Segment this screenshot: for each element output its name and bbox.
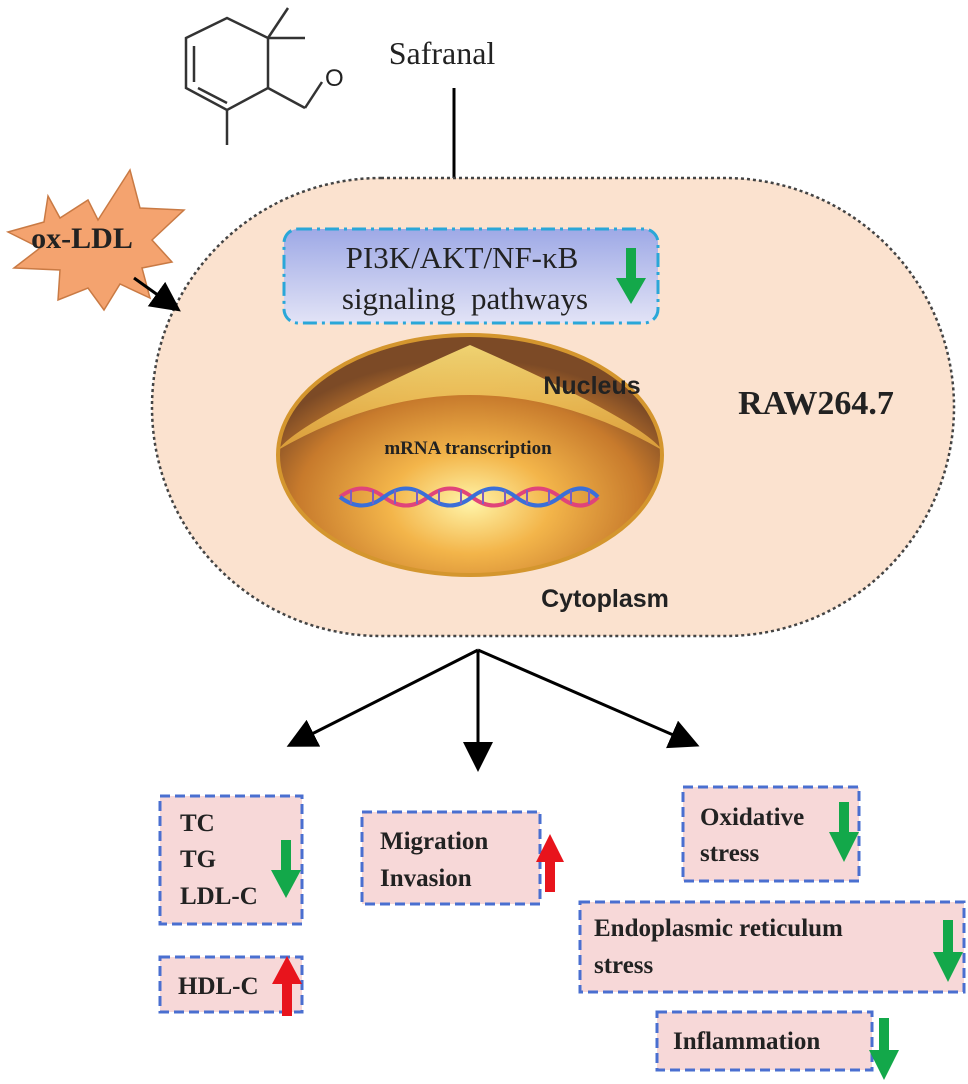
inflammation-label: Inflammation (673, 1028, 820, 1055)
oxygen-label: O (325, 65, 344, 92)
safranal-structure (184, 7, 324, 145)
hdl-up-arrow-icon (272, 956, 302, 1016)
er-stress-box (578, 900, 966, 994)
lipid-tg: TG (180, 846, 216, 873)
er-label: Endoplasmic reticulum (594, 915, 843, 942)
migration-up-arrow-icon (536, 834, 564, 892)
hdl-box (158, 955, 304, 1014)
pathway-line2: signaling pathways (342, 281, 588, 316)
lipids-box (158, 794, 304, 926)
safranal-label: Safranal (389, 35, 496, 71)
hdl-label: HDL-C (178, 973, 259, 1000)
transcription-label: mRNA transcription (384, 438, 552, 459)
pathway-line1: PI3K/AKT/NF-κB (346, 240, 579, 275)
ox-ldl-label: ox-LDL (31, 222, 133, 255)
nucleus (276, 333, 664, 577)
oxidative-label: Oxidative (700, 804, 804, 831)
inflammation-box (655, 1010, 874, 1072)
lipids-down-arrow-icon (271, 840, 301, 898)
lipid-ldl-c: LDL-C (180, 883, 258, 910)
outcome-arrows (286, 648, 700, 772)
oxidative-down-arrow-icon (829, 802, 859, 862)
ox-ldl-arrow (133, 276, 181, 312)
invasion-label: Invasion (380, 865, 472, 892)
inflammation-down-arrow-icon (869, 1018, 899, 1080)
cell-name-label: RAW264.7 (738, 385, 894, 422)
cytoplasm-label: Cytoplasm (541, 585, 669, 613)
migration-label: Migration (380, 828, 488, 855)
er-down-arrow-icon (933, 920, 963, 982)
lipid-tc: TC (180, 810, 215, 837)
oxidative-box (681, 785, 861, 883)
pathway-box (282, 227, 660, 325)
oxidative-stress-label: stress (700, 840, 760, 867)
migration-box (360, 810, 542, 906)
nucleus-label: Nucleus (543, 372, 640, 400)
dna-helix-icon (338, 486, 600, 508)
er-stress-label: stress (594, 952, 654, 979)
pathway-down-arrow-icon (616, 248, 646, 304)
